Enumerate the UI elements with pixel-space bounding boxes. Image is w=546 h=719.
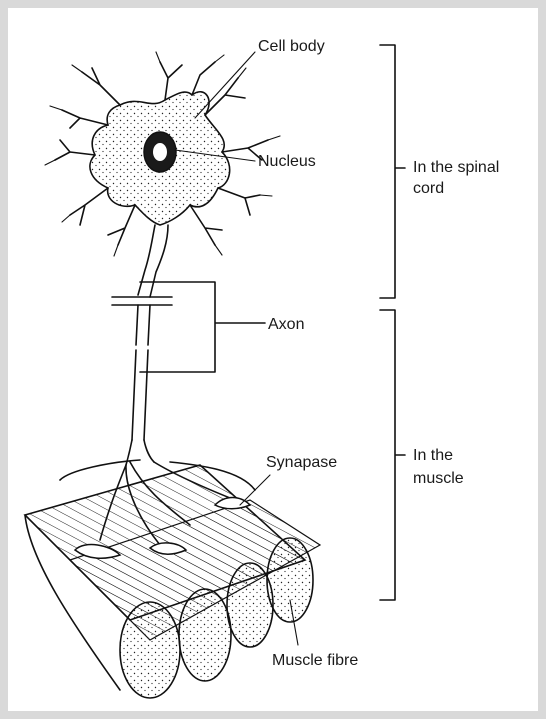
- synapse-label: Synapase: [266, 454, 337, 471]
- synapse-leader: [240, 475, 270, 505]
- axon: [112, 225, 172, 465]
- muscle-region-label: In the: [413, 447, 453, 464]
- spinal-cord-region-label-2: cord: [413, 180, 444, 197]
- axon-label: Axon: [268, 316, 304, 333]
- spinal-cord-region-label: In the spinal: [413, 159, 499, 176]
- diagram-frame: Cell body Nucleus Axon Synapase Muscle f…: [8, 8, 538, 711]
- axon-bracket: [140, 282, 265, 372]
- muscle-bracket: [380, 310, 405, 600]
- spinal-cord-bracket: [380, 45, 405, 298]
- muscle-region-label-2: muscle: [413, 470, 464, 487]
- cell-body-label: Cell body: [258, 38, 325, 55]
- muscle-fibre-label: Muscle fibre: [272, 652, 358, 669]
- nucleus-label: Nucleus: [258, 153, 316, 170]
- cell-body-leader: [195, 52, 255, 118]
